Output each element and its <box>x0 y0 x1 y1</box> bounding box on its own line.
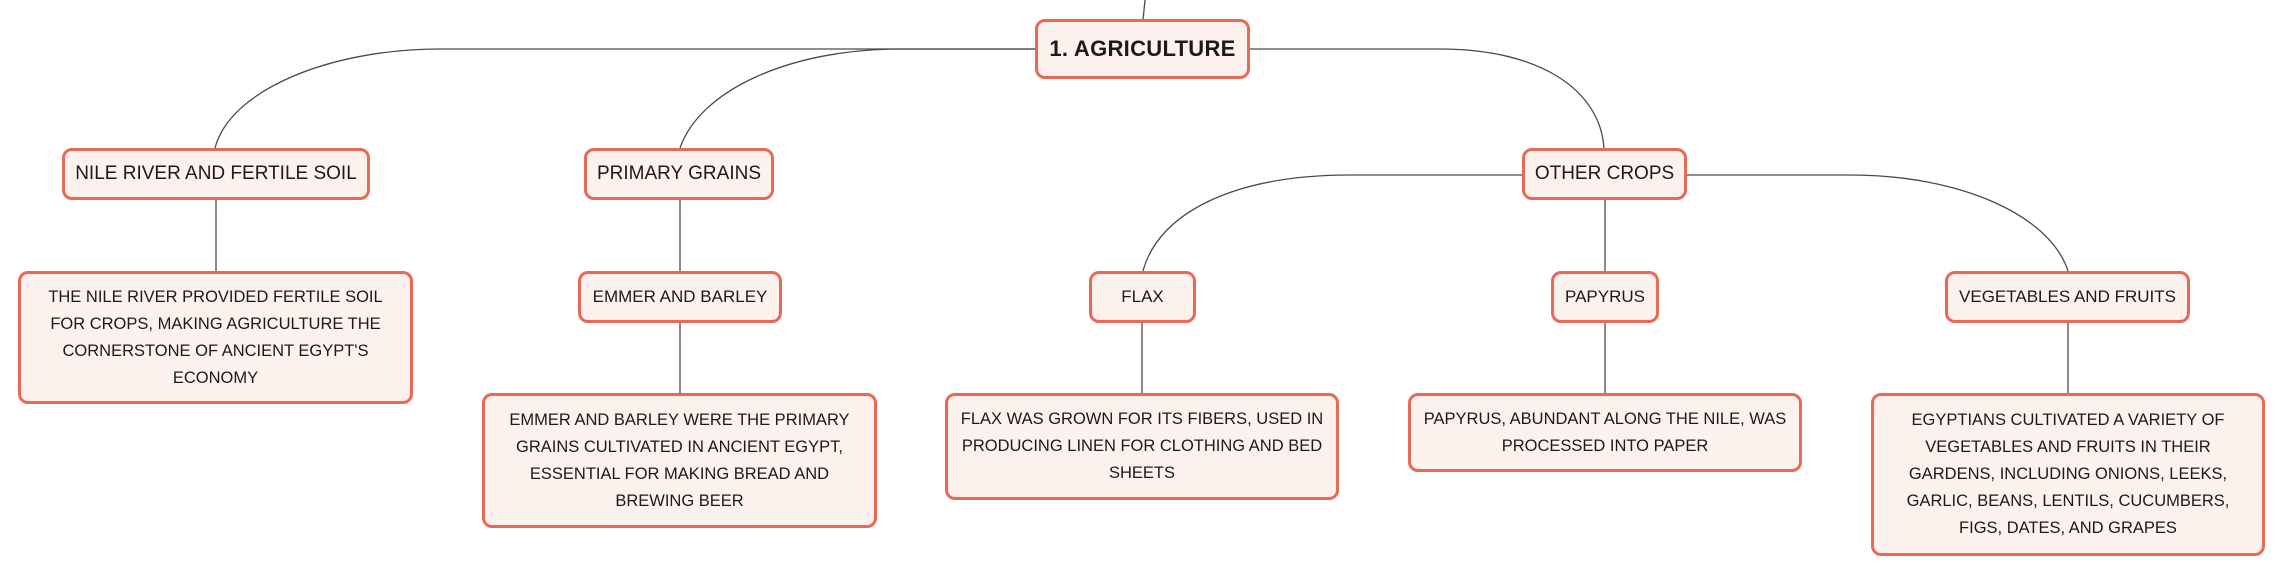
nile-description-text: THE NILE RIVER PROVIDED FERTILE SOIL FOR… <box>48 287 383 387</box>
topic-other-crops[interactable]: OTHER CROPS <box>1522 148 1687 200</box>
topic-nile-river-label: NILE RIVER AND FERTILE SOIL <box>75 163 357 184</box>
vegetables-fruits-description-text: EGYPTIANS CULTIVATED A VARIETY OF VEGETA… <box>1906 411 2230 537</box>
topic-primary-grains[interactable]: PRIMARY GRAINS <box>584 148 774 200</box>
subtopic-flax[interactable]: FLAX <box>1089 271 1196 323</box>
emmer-barley-description[interactable]: EMMER AND BARLEY WERE THE PRIMARY GRAINS… <box>482 393 877 528</box>
subtopic-emmer-barley[interactable]: EMMER AND BARLEY <box>578 271 782 323</box>
vegetables-fruits-description[interactable]: EGYPTIANS CULTIVATED A VARIETY OF VEGETA… <box>1871 393 2265 556</box>
subtopic-vegetables-fruits-label: VEGETABLES AND FRUITS <box>1959 287 2176 306</box>
connector-other-vegetables <box>1687 174 2069 272</box>
connector-root-grains <box>679 48 1035 149</box>
topic-nile-river[interactable]: NILE RIVER AND FERTILE SOIL <box>62 148 370 200</box>
root-label: 1. AGRICULTURE <box>1049 36 1236 61</box>
root-node[interactable]: 1. AGRICULTURE <box>1035 19 1250 79</box>
papyrus-description-text: PAPYRUS, ABUNDANT ALONG THE NILE, WAS PR… <box>1423 409 1787 455</box>
subtopic-vegetables-fruits[interactable]: VEGETABLES AND FRUITS <box>1945 271 2190 323</box>
subtopic-papyrus-label: PAPYRUS <box>1565 287 1645 306</box>
topic-primary-grains-label: PRIMARY GRAINS <box>596 163 761 184</box>
connector-other-flax <box>1142 174 1522 272</box>
nile-description[interactable]: THE NILE RIVER PROVIDED FERTILE SOIL FOR… <box>18 271 413 404</box>
subtopic-emmer-barley-label: EMMER AND BARLEY <box>592 287 768 306</box>
topic-other-crops-label: OTHER CROPS <box>1534 163 1675 184</box>
connector-root-other <box>1250 48 1605 149</box>
subtopic-flax-label: FLAX <box>1121 287 1164 306</box>
connector-root-incoming <box>1142 0 1146 21</box>
papyrus-description[interactable]: PAPYRUS, ABUNDANT ALONG THE NILE, WAS PR… <box>1408 393 1802 472</box>
flax-description-text: FLAX WAS GROWN FOR ITS FIBERS, USED IN P… <box>960 410 1324 482</box>
connector-root-nile <box>214 48 1035 149</box>
flax-description[interactable]: FLAX WAS GROWN FOR ITS FIBERS, USED IN P… <box>945 393 1339 500</box>
emmer-barley-description-text: EMMER AND BARLEY WERE THE PRIMARY GRAINS… <box>509 410 850 510</box>
subtopic-papyrus[interactable]: PAPYRUS <box>1551 271 1659 323</box>
